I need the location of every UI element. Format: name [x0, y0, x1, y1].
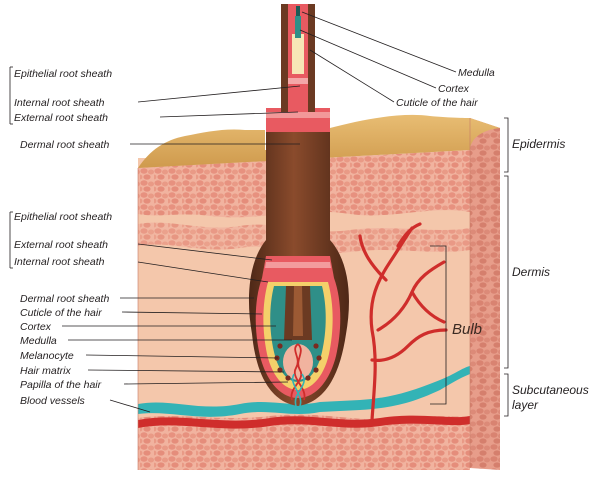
bulb-ring-highlight [265, 262, 331, 268]
hair-shaft-medulla [295, 16, 301, 38]
hair-shaft-tip [296, 6, 300, 16]
label-cuticle-of-the-hair-right: Cuticle of the hair [396, 97, 478, 109]
label-hair-matrix: Hair matrix [20, 365, 72, 377]
label-internal-root-sheath-mid: Internal root sheath [14, 256, 105, 268]
label-bulb: Bulb [452, 321, 482, 338]
label-medulla-left: Medulla [20, 335, 57, 347]
label-subcutaneous: Subcutaneous [512, 383, 589, 397]
label-epithelial-root-sheath-top: Epithelial root sheath [14, 68, 112, 80]
label-dermal-root-sheath-bottom: Dermal root sheath [20, 293, 109, 305]
label-external-root-sheath-mid: External root sheath [14, 239, 108, 251]
label-dermis: Dermis [512, 265, 550, 279]
label-blood-vessels: Blood vessels [20, 395, 86, 407]
label-internal-root-sheath-top: Internal root sheath [14, 97, 105, 109]
label-epidermis: Epidermis [512, 137, 565, 151]
hair-shaft-ring [288, 78, 308, 84]
label-layer: layer [512, 398, 539, 412]
medulla-core [293, 286, 303, 336]
label-external-root-sheath-top: External root sheath [14, 112, 108, 124]
skin-side-face [470, 118, 500, 470]
label-dermal-root-sheath-top: Dermal root sheath [20, 139, 109, 151]
label-medulla-right: Medulla [458, 67, 495, 79]
label-cuticle-of-the-hair-left: Cuticle of the hair [20, 307, 102, 319]
label-epithelial-root-sheath-mid: Epithelial root sheath [14, 211, 112, 223]
hair-shaft-cortex [292, 34, 304, 74]
label-melanocyte: Melanocyte [20, 350, 74, 362]
label-papilla-of-the-hair: Papilla of the hair [20, 379, 102, 391]
label-cortex-left: Cortex [20, 321, 52, 333]
label-cortex-right: Cortex [438, 83, 470, 95]
